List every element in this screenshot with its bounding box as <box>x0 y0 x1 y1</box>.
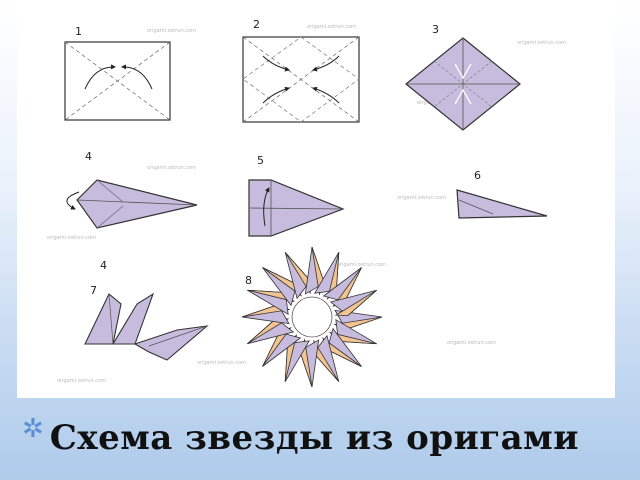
step-number: 5 <box>257 154 264 167</box>
watermark: origami.ostrun.com <box>147 28 196 34</box>
star-point-fold <box>334 289 377 316</box>
step-number: 6 <box>474 169 481 182</box>
watermark: origami.ostrun.com <box>447 340 496 346</box>
step-6: 6 <box>456 169 548 219</box>
watermark: origami.ostrun.com <box>307 24 356 30</box>
step-number: 4 <box>85 150 92 163</box>
watermark: origami.ostrun.com <box>57 378 106 384</box>
step-3: 3 <box>405 23 521 131</box>
step-number: 4 <box>100 259 107 272</box>
step-5: 5 <box>248 154 345 237</box>
star-bullet-icon: ✲ <box>22 414 44 444</box>
watermark: origami.ostrun.com <box>517 40 566 46</box>
step-number: 1 <box>75 25 82 38</box>
watermark: origami.ostrun.com <box>337 262 386 268</box>
watermark: origami.ostrun.com <box>47 235 96 241</box>
caption-title: Схема звезды из оригами <box>49 418 579 458</box>
step-number: 8 <box>245 274 252 287</box>
watermark: origami.ostrun.com <box>147 165 196 171</box>
origami-star-icon <box>241 246 383 388</box>
step-1: 1 <box>64 25 171 121</box>
step-number: 7 <box>90 284 97 297</box>
watermark: origami.ostrun.com <box>197 360 246 366</box>
origami-diagram-image: origami.ostrun.com origami.ostrun.com or… <box>17 4 615 398</box>
step-number: 3 <box>432 23 439 36</box>
origami-diagram: origami.ostrun.com origami.ostrun.com or… <box>47 18 566 388</box>
step-8: 8 <box>241 246 383 388</box>
watermark: origami.ostrun.com <box>397 195 446 201</box>
slide-caption: ✲ Схема звезды из оригами <box>22 412 579 464</box>
step-2: 2 <box>242 18 360 123</box>
step-4: 4 <box>66 150 198 229</box>
star-center <box>291 296 333 338</box>
step-number: 2 <box>253 18 260 31</box>
step-7: 7 <box>84 284 209 361</box>
